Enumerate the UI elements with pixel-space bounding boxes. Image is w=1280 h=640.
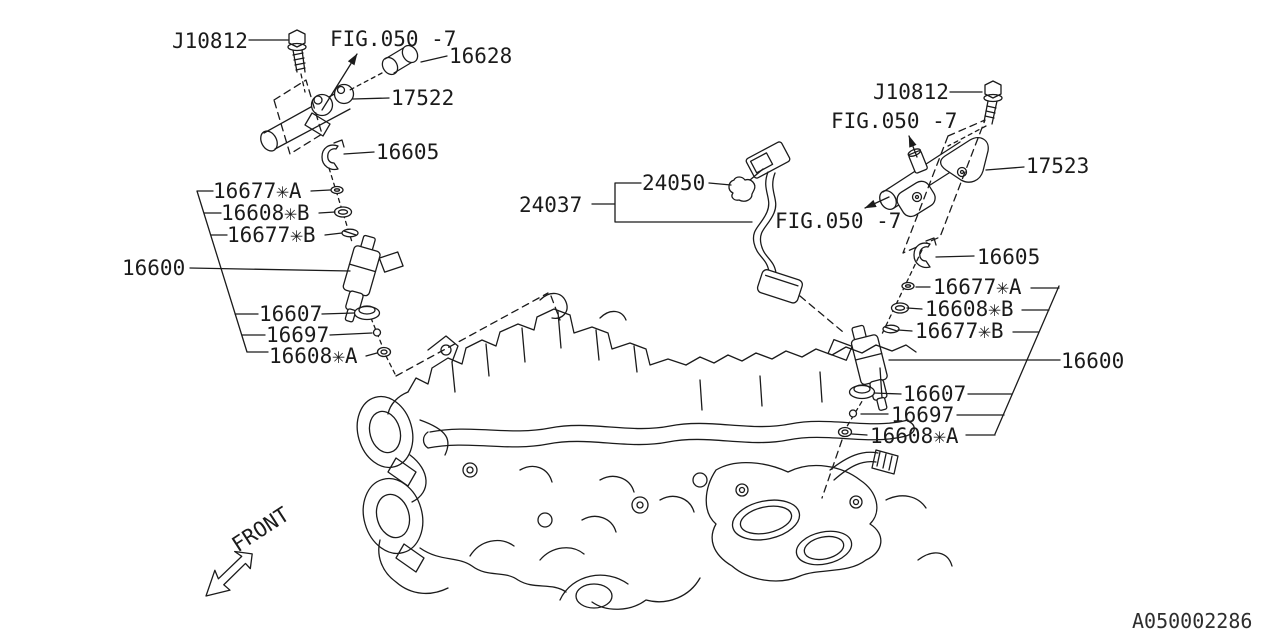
part-label-left-insulator: 16607 — [259, 302, 323, 326]
right-clamp-drawing — [914, 238, 936, 267]
right-fuel-rail-drawing — [876, 120, 988, 253]
part-label-clip: 24050 — [642, 171, 706, 195]
left-leader-lines — [190, 40, 447, 356]
part-label-pipe-assy: 24037 — [519, 193, 583, 217]
right-rail-bolt-drawing — [948, 81, 1002, 146]
right-lower-parts-drawing — [822, 385, 875, 498]
part-label-left-damper: 16628 — [449, 44, 513, 68]
left-fuel-rail-drawing — [257, 80, 353, 154]
left-lower-parts-drawing — [355, 293, 561, 376]
part-label-left-seal-a: 16677✳A — [213, 179, 302, 203]
part-label-left-oring-b: 16608✳B — [221, 201, 310, 225]
part-label-left-fuel-rail: 17522 — [391, 86, 455, 110]
part-label-left-oring-a: 16608✳A — [269, 344, 358, 368]
part-label-right-fuel-rail: 17523 — [1026, 154, 1090, 178]
fig-ref-right-top: FIG.050 -7 — [831, 109, 958, 133]
part-label-left-injector: 16600 — [122, 256, 186, 280]
part-label-right-oring-a: 16608✳A — [870, 424, 959, 448]
part-label-right-injector: 16600 — [1061, 349, 1125, 373]
engine-line-art — [349, 293, 952, 609]
left-damper-drawing — [348, 43, 421, 91]
part-label-right-seal-b: 16677✳B — [915, 319, 1004, 343]
part-label-left-seal-b: 16677✳B — [227, 223, 316, 247]
fig-ref-center: FIG.050 -7 — [775, 209, 902, 233]
part-label-left-clamp: 16605 — [376, 140, 440, 164]
left-clamp-drawing — [322, 140, 344, 169]
diagram-code: A050002286 — [1132, 609, 1253, 633]
center-leader-lines — [592, 183, 889, 222]
right-small-parts-drawing — [882, 250, 922, 334]
part-label-right-clamp: 16605 — [977, 245, 1041, 269]
right-leader-lines — [852, 92, 1060, 435]
harness-drawing — [729, 141, 843, 332]
part-label-left-spacer: 16697 — [266, 323, 330, 347]
part-label-right-spacer: 16697 — [891, 403, 955, 427]
part-label-right-bolt: J10812 — [873, 80, 949, 104]
part-label-left-bolt: J10812 — [172, 29, 248, 53]
part-label-right-insulator: 16607 — [903, 382, 967, 406]
part-label-right-oring-b: 16608✳B — [925, 297, 1014, 321]
fig-ref-left: FIG.050 -7 — [330, 27, 457, 51]
left-injector-drawing — [334, 233, 408, 331]
part-label-right-seal-a: 16677✳A — [933, 275, 1022, 299]
front-arrow-icon — [195, 544, 262, 603]
left-rail-bolt-drawing — [288, 30, 306, 92]
left-small-parts-drawing — [329, 168, 358, 242]
